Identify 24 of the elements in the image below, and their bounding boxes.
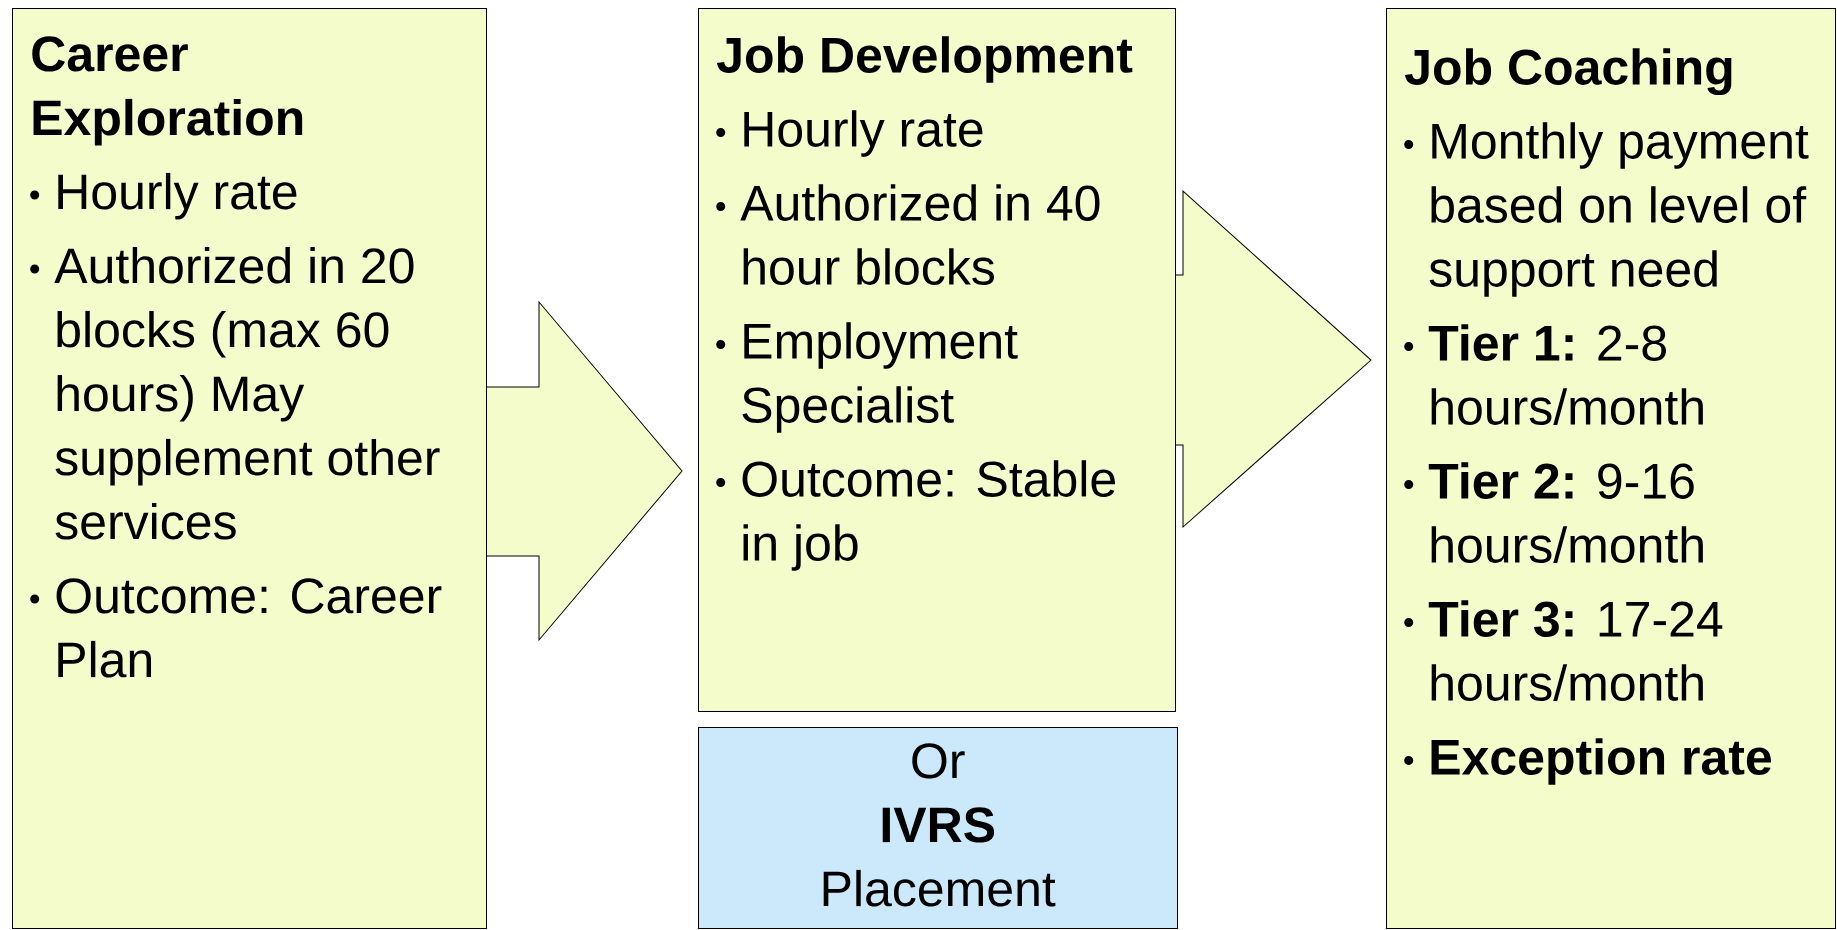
bullet-item: Tier 3: 17-24 hours/month	[1428, 600, 1723, 701]
bullet-item: Authorized in 20 blocks (max 60 hours) May supplement other services	[54, 246, 440, 540]
text-box	[698, 727, 1178, 929]
text-box	[1386, 8, 1836, 929]
text-box	[12, 8, 487, 929]
box-text: Placement	[823, 869, 1056, 907]
box-heading: Job Coaching	[1404, 48, 1732, 96]
text-box	[698, 8, 1176, 712]
bullet-item: Hourly rate	[58, 172, 297, 220]
bullet-item: Tier 1: 2-8 hours/month	[1428, 324, 1703, 425]
block-arrow	[1175, 190, 1372, 528]
bullet-item: Employment Specialist	[742, 322, 1018, 433]
bullet-item: Tier 2: 9-16 hours/month	[1428, 462, 1703, 563]
box-text: Or	[912, 743, 965, 779]
bullet-item: Monthly payment based on level of support need	[1429, 122, 1809, 297]
block-arrow	[486, 301, 683, 641]
bullet-item: Authorized in 40 hour blocks	[740, 184, 1100, 285]
bullet-item: Hourly rate	[744, 110, 983, 157]
box-heading: Job Development	[716, 36, 1133, 83]
bullet-item: Outcome: Stable in job	[742, 460, 1115, 571]
box-text: IVRS	[882, 807, 995, 843]
bullet-item: Outcome: Career Plan	[56, 578, 442, 678]
box-heading: Career Exploration	[32, 36, 303, 146]
bullet-item: Exception rate	[1431, 738, 1771, 785]
